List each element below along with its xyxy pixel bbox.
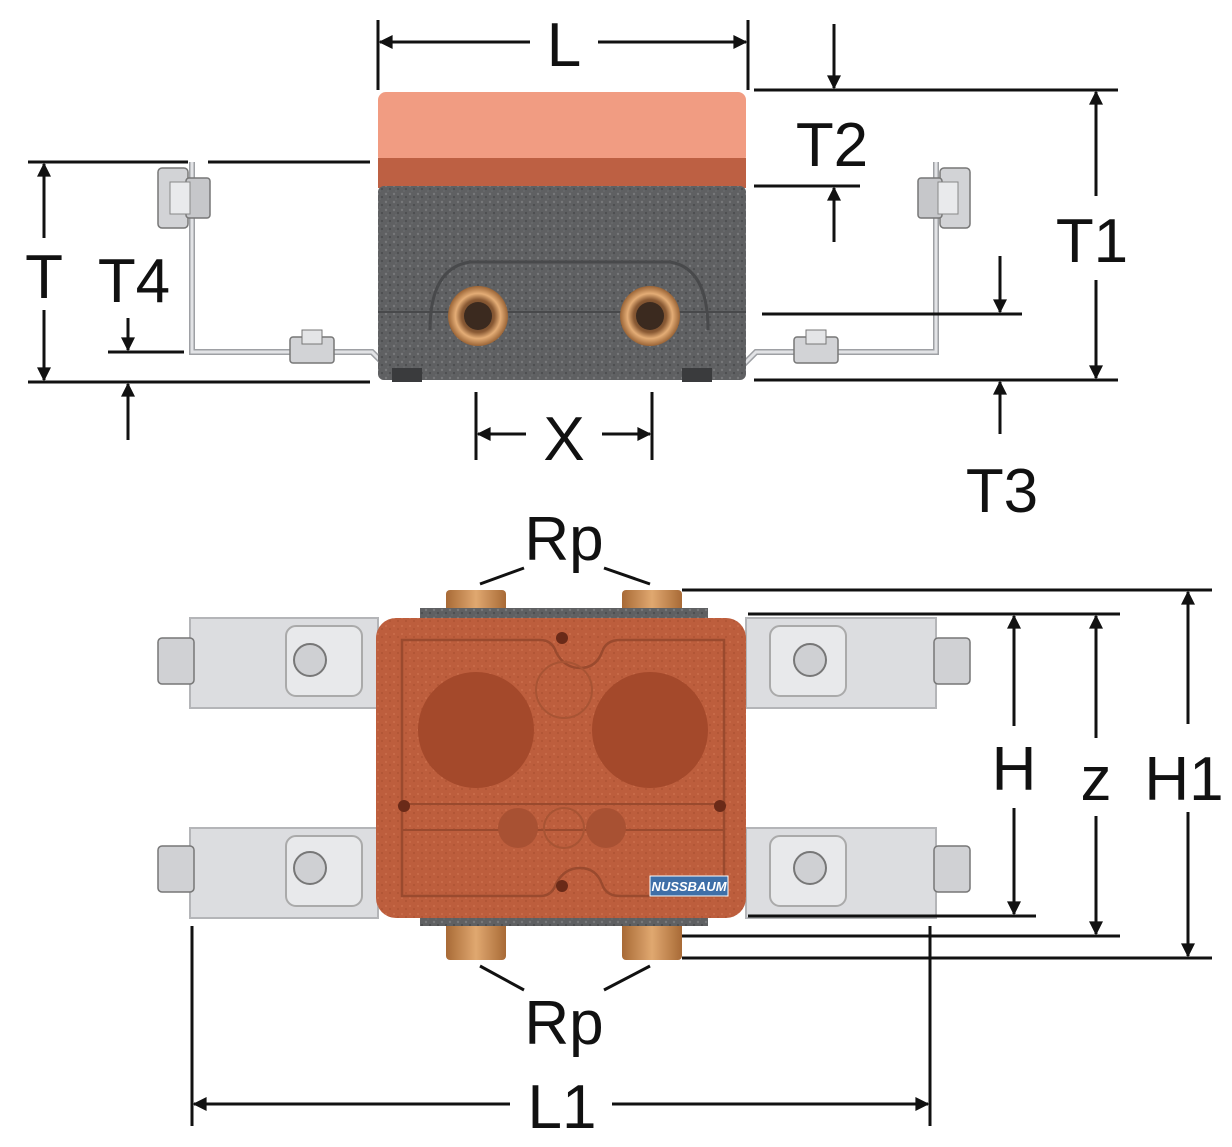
left-cutout-icon — [418, 672, 534, 788]
label-z: z — [1081, 745, 1112, 814]
bolt-head-icon — [293, 643, 327, 677]
bolt-head-icon — [293, 851, 327, 885]
label-rp-bottom: Rp — [524, 989, 603, 1058]
dimension-z: z — [682, 614, 1120, 938]
bracket-bottom-right — [745, 827, 971, 919]
brass-connector-bottom-right — [622, 918, 682, 960]
dimension-t3: T3 — [762, 256, 1038, 526]
label-t3: T3 — [966, 457, 1038, 526]
side-view: L T T4 T2 — [25, 11, 1128, 526]
dimension-t4: T4 — [98, 247, 184, 440]
insulation-box-top: NUSSBAUM — [376, 618, 746, 918]
dimension-rp-top: Rp — [479, 505, 651, 586]
label-t4: T4 — [98, 247, 170, 316]
dimension-rp-bottom: Rp — [479, 964, 651, 1058]
wing-nut-icon — [933, 637, 971, 685]
dimension-l1: L1 — [190, 926, 932, 1142]
dimension-h1: H1 — [682, 588, 1224, 960]
wing-nut-icon — [933, 845, 971, 893]
dimension-t: T — [25, 160, 370, 384]
label-t2: T2 — [796, 111, 868, 180]
wing-nut-icon — [157, 845, 195, 893]
label-rp-top: Rp — [524, 505, 603, 574]
insulation-box-side — [378, 92, 746, 382]
label-l1: L1 — [528, 1073, 597, 1142]
label-x: X — [543, 405, 584, 474]
bolt-head-icon — [793, 643, 827, 677]
dimension-t2: T2 — [754, 24, 1118, 242]
dimension-x: X — [474, 392, 654, 474]
right-mounting-bracket — [716, 162, 971, 375]
right-screw-icon — [793, 329, 839, 364]
bracket-bottom-left — [157, 827, 379, 919]
label-t1: T1 — [1056, 207, 1128, 276]
left-mounting-bracket — [157, 162, 412, 375]
bolt-head-icon — [793, 851, 827, 885]
bracket-top-left — [157, 617, 379, 709]
right-wing-nut-icon — [917, 167, 971, 229]
left-wing-nut-icon — [157, 167, 211, 229]
left-screw-icon — [289, 329, 335, 364]
label-h1: H1 — [1144, 745, 1223, 814]
left-pipe-port-icon — [448, 286, 508, 346]
dimension-h: H — [748, 612, 1120, 918]
dimension-t1: T1 — [754, 90, 1128, 382]
dimension-l: L — [376, 11, 750, 90]
label-t: T — [25, 243, 63, 312]
wing-nut-icon — [157, 637, 195, 685]
right-pipe-port-icon — [620, 286, 680, 346]
right-cutout-icon — [592, 672, 708, 788]
nussbaum-logo: NUSSBAUM — [649, 875, 729, 897]
brass-connector-bottom-left — [446, 918, 506, 960]
svg-text:NUSSBAUM: NUSSBAUM — [651, 879, 727, 894]
label-h: H — [992, 735, 1037, 804]
plan-view: NUSSBAUM Rp Rp H z — [157, 505, 1224, 1142]
label-l: L — [547, 11, 581, 80]
bracket-top-right — [745, 617, 971, 709]
